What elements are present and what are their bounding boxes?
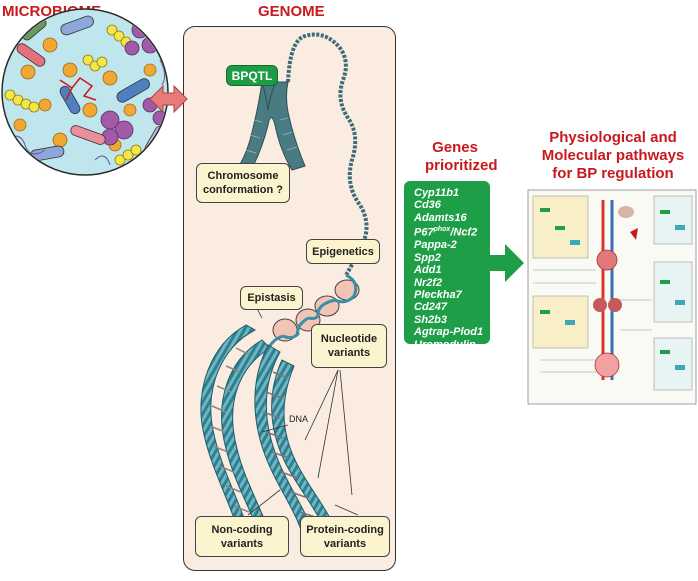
pathways-line1: Physiological and bbox=[549, 129, 677, 146]
epigenetics-label: Epigenetics bbox=[306, 239, 380, 264]
nucleotide-variants-label: Nucleotide variants bbox=[311, 324, 387, 368]
gene-item: Cd36 bbox=[414, 199, 441, 212]
chromosome-conformation-line1: Chromosome bbox=[207, 170, 279, 182]
pathways-line3: for BP regulation bbox=[552, 165, 674, 182]
non-coding-line2: variants bbox=[220, 537, 264, 550]
gene-p67: P67 bbox=[414, 226, 434, 239]
dna-label: DNA bbox=[289, 414, 309, 424]
nucleotide-variants-line2: variants bbox=[327, 347, 371, 359]
gene-item: Cyp11b1 bbox=[414, 187, 460, 199]
genes-prioritized-title: Genes prioritized bbox=[425, 139, 498, 175]
gene-item: Nr2f2 bbox=[414, 276, 443, 289]
chromosome-conformation-label: Chromosome conformation ? bbox=[196, 163, 290, 203]
non-coding-variants-label: Non-coding variants bbox=[195, 516, 289, 557]
gene-phox-superscript: phox bbox=[433, 226, 451, 234]
gene-item: Adamts16 bbox=[414, 211, 467, 224]
gene-item: Pleckha7 bbox=[414, 288, 462, 301]
chromatin-fiber bbox=[286, 32, 369, 277]
gene-item: Spp2 bbox=[414, 251, 441, 264]
nucleotide-variants-line1: Nucleotide bbox=[320, 333, 378, 345]
chromosome-illustration bbox=[235, 81, 306, 173]
gene-item: Agtrap-Plod1 bbox=[414, 326, 484, 339]
gene-item: Cd247 bbox=[414, 301, 448, 314]
gene-item: Uromodulin bbox=[414, 338, 476, 351]
epistasis-label: Epistasis bbox=[240, 286, 303, 310]
chromosome-conformation-line2: conformation ? bbox=[202, 184, 284, 196]
protein-coding-line1: Protein-coding bbox=[306, 523, 384, 536]
genes-prioritized-line2: prioritized bbox=[425, 157, 498, 174]
gene-item: P67phox/Ncf2 bbox=[414, 224, 490, 239]
microbiome-illustration bbox=[1, 8, 169, 176]
protein-coding-line2: variants bbox=[323, 537, 367, 550]
genes-to-pathways-arrow bbox=[490, 244, 524, 282]
pathways-line2: Molecular pathways bbox=[541, 147, 685, 164]
gene-item: Sh2b3 bbox=[414, 313, 448, 326]
genome-title: GENOME bbox=[258, 3, 325, 20]
genes-prioritized-line1: Genes bbox=[432, 139, 478, 156]
genes-prioritized-list: Cyp11b1 Cd36 Adamts16 P67phox/Ncf2 Pappa… bbox=[404, 181, 490, 351]
gene-ncf2: /Ncf2 bbox=[450, 226, 478, 239]
pathways-figure bbox=[527, 189, 697, 405]
gene-item: Add1 bbox=[414, 264, 442, 277]
dna-helix-right bbox=[254, 344, 342, 546]
pathways-title: Physiological and Molecular pathways for… bbox=[528, 129, 698, 183]
non-coding-line1: Non-coding bbox=[211, 523, 273, 536]
protein-coding-variants-label: Protein-coding variants bbox=[300, 516, 390, 557]
gene-item: Pappa-2 bbox=[414, 239, 457, 252]
microbiome-genome-double-arrow bbox=[149, 84, 188, 114]
bpqtl-badge: BPQTL bbox=[226, 65, 278, 86]
